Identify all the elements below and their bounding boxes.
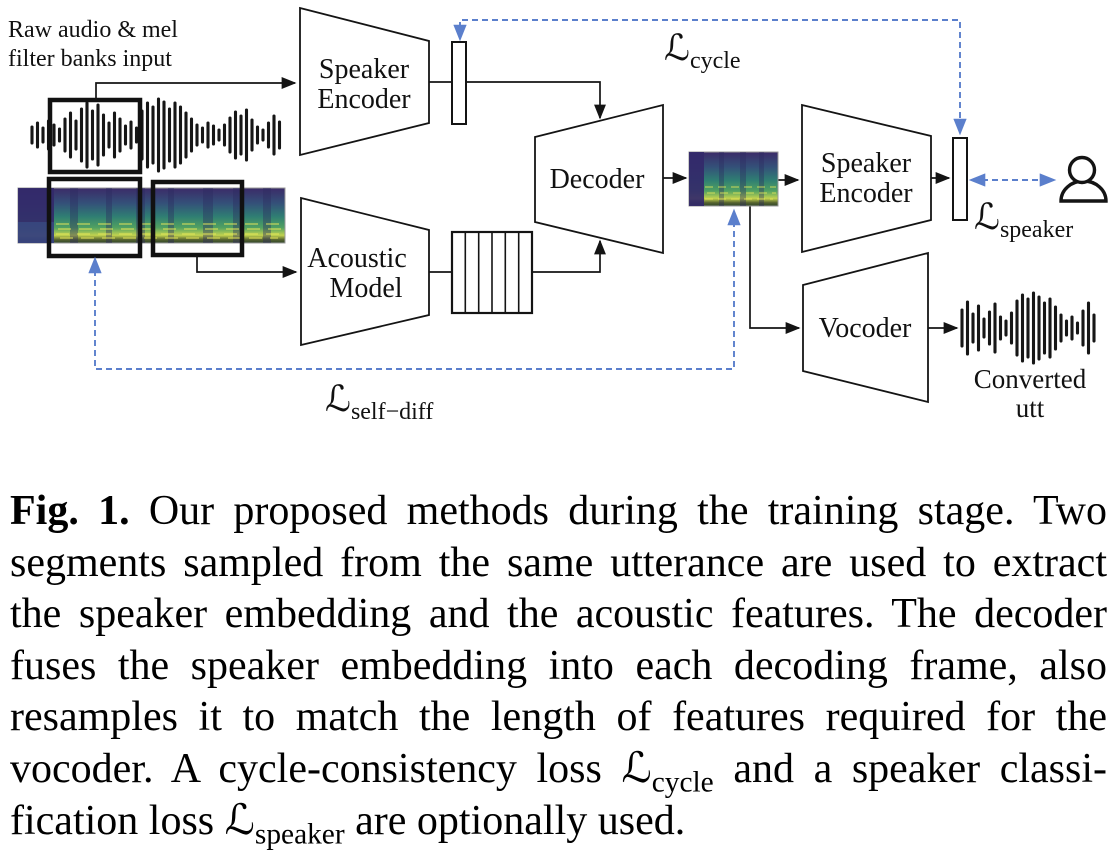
input-waveform-image [30,97,282,173]
arrow-features-to-decoder [532,239,606,273]
arrow-spectrogram-to-acoustic-model [196,255,298,278]
vocoder-label: Vocoder [819,313,912,344]
self-diff-loss-label: ℒself−diff [325,379,433,425]
input-label-line1: Raw audio & mel [8,17,178,43]
speaker-embedding-1 [451,41,467,125]
acoustic-model-label-line2: Model [329,273,402,304]
caption-line-2: segments sampled from the same utterance… [10,539,1107,586]
self-diff-loss-dashed-arrow [88,208,741,370]
self-diff-loss-subscript: self−diff [351,399,433,425]
speaker-embedding-2 [952,137,968,221]
self-diff-loss-symbol: ℒ [325,379,351,420]
caption-line-6-pre: vocoder. A cycle-consistency loss ℒ [10,745,652,792]
person-icon [1059,155,1108,203]
vocoder-block [802,251,929,404]
speaker-encoder-1-label-line1: Speaker [319,54,410,85]
arrow-embedding1-to-decoder [466,81,606,120]
speaker-loss-label: ℒspeaker [974,197,1073,243]
converted-utt-label-line2: utt [1016,393,1045,423]
speaker-encoder-1-label-line2: Encoder [317,84,411,115]
caption-speaker-subscript: speaker [254,817,345,850]
decoded-spectrogram-image [688,151,779,207]
converted-utt-label-line1: Converted [974,364,1087,394]
converted-waveform-image [960,291,1096,365]
caption-line-1-text: Our proposed methods during the training… [129,488,1107,534]
caption-cycle-subscript: cycle [651,766,714,799]
caption-line-5: resamples it to match the length of feat… [10,694,1107,741]
decoder-block [534,103,664,255]
cycle-loss-dashed-arrow [453,19,967,136]
arrow-waveform-to-speaker-encoder [95,77,297,100]
caption-line-1: Fig. 1. Our proposed methods during the … [10,486,1107,538]
cycle-loss-subscript: cycle [690,48,741,74]
speaker-loss-symbol: ℒ [974,197,1000,238]
speaker-encoder-2-label-line1: Speaker [821,148,912,179]
caption-line-6: vocoder. A cycle-consistency loss ℒcycle… [10,744,1107,799]
speaker-encoder-2-block [801,103,932,254]
caption-line-7: fication loss ℒspeaker are optionally us… [10,796,1107,850]
caption-line-7-pre: fication loss ℒ [10,797,255,844]
loss-paths [88,19,1057,370]
acoustic-model-block [300,196,430,347]
input-label-line2: filter banks input [8,46,172,72]
caption-line-3: the speaker embedding and the acoustic f… [10,591,1107,638]
cycle-loss-label: ℒcycle [664,28,741,74]
acoustic-features-block [450,230,534,315]
decoder-label: Decoder [550,164,646,195]
waveform-segment-box [47,97,143,175]
caption-line-4: fuses the speaker embedding into each de… [10,642,1107,689]
caption-line-7-post: are optionally used. [344,797,686,844]
figure-caption: Fig. 1. Our proposed methods during the … [10,486,1107,850]
speaker-loss-subscript: speaker [1000,217,1073,243]
cycle-loss-symbol: ℒ [664,28,690,69]
acoustic-model-label-line1: Acoustic [307,243,407,274]
speaker-encoder-1-block [299,6,430,157]
caption-line-6-post: and a speaker classi- [713,745,1107,792]
speaker-encoder-2-label-line2: Encoder [819,178,913,209]
figure-number: Fig. 1. [10,488,130,534]
arrow-output-spectrogram-to-vocoder [749,206,801,334]
architecture-diagram: Raw audio & mel filter banks input [8,6,1108,425]
